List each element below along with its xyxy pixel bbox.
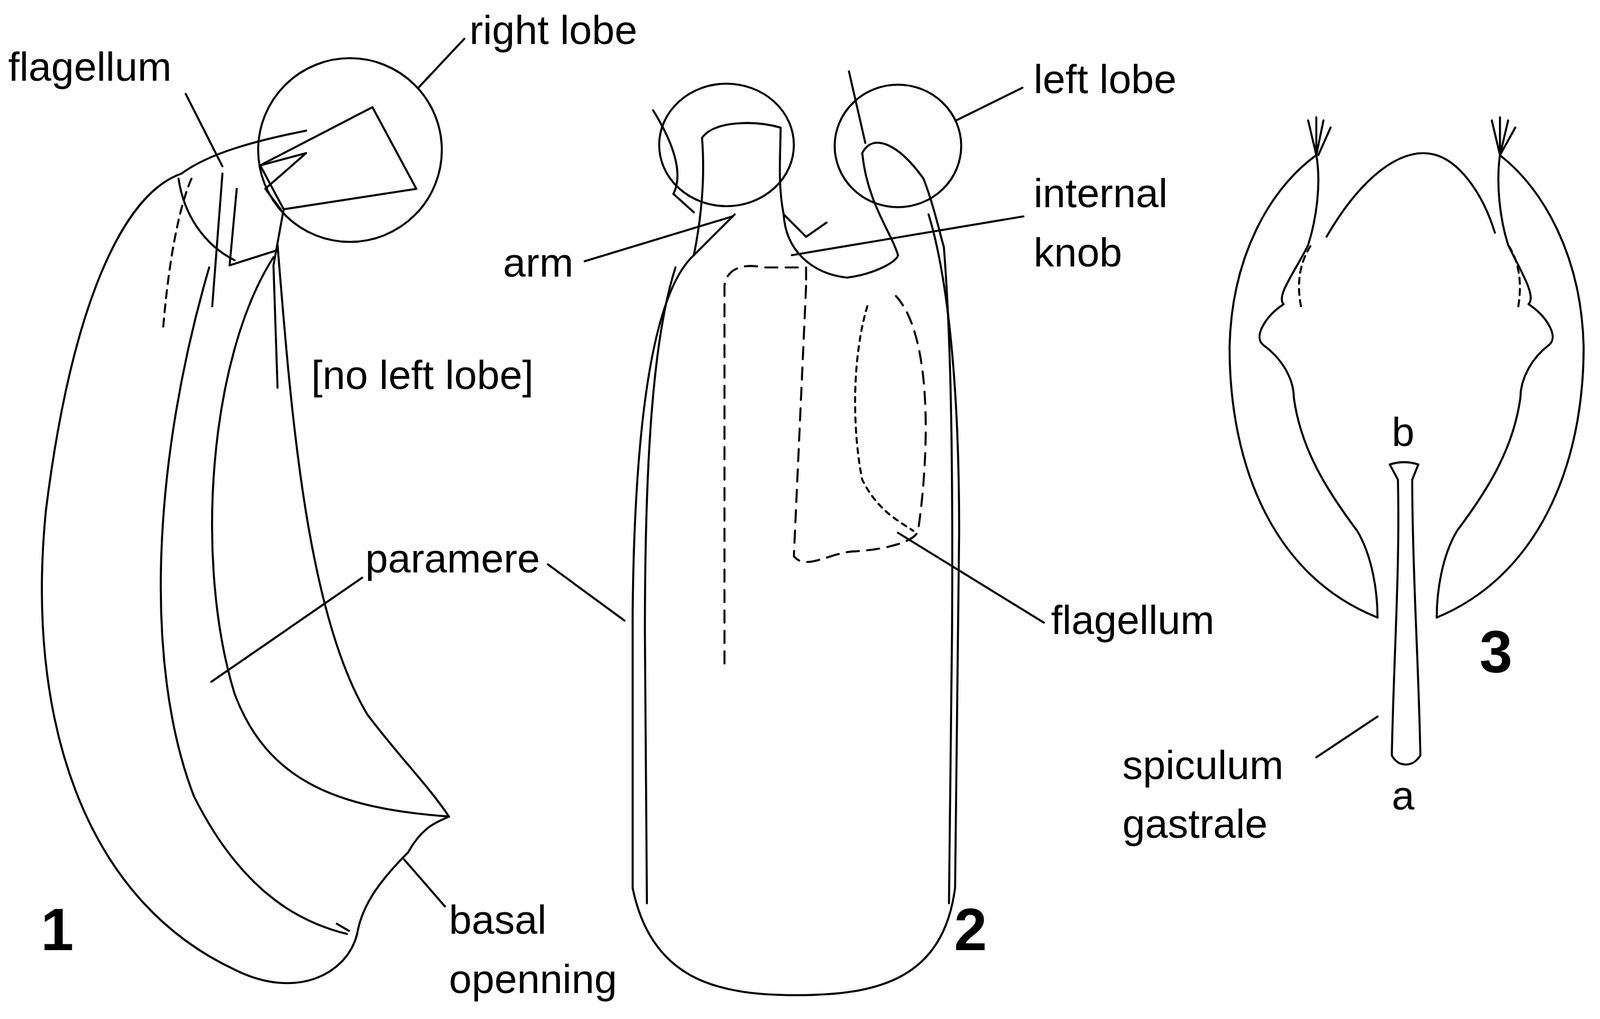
part-label: spiculum gastrale: [1122, 734, 1312, 854]
part-label: paramere: [365, 534, 541, 582]
part-label: flagellum: [7, 42, 172, 90]
part-label: internal knob: [1033, 163, 1187, 282]
part-label: arm: [502, 238, 574, 286]
leader-lines: [185, 38, 1378, 907]
part-label: left lobe: [1033, 55, 1177, 103]
genital-segment: [1229, 117, 1584, 765]
part-label: basal openning: [449, 890, 638, 1009]
aedeagus-lateral: [41, 58, 449, 983]
figure-number: 1: [40, 895, 74, 964]
aedeagus-dorsal: [632, 71, 962, 995]
part-label: a: [1391, 771, 1415, 819]
part-label: b: [1391, 408, 1415, 455]
part-label: right lobe: [469, 6, 638, 54]
part-label: [no left lobe]: [310, 351, 534, 398]
figure-number: 3: [1479, 618, 1513, 687]
part-label: flagellum: [1050, 595, 1214, 643]
figure-number: 2: [953, 895, 987, 964]
